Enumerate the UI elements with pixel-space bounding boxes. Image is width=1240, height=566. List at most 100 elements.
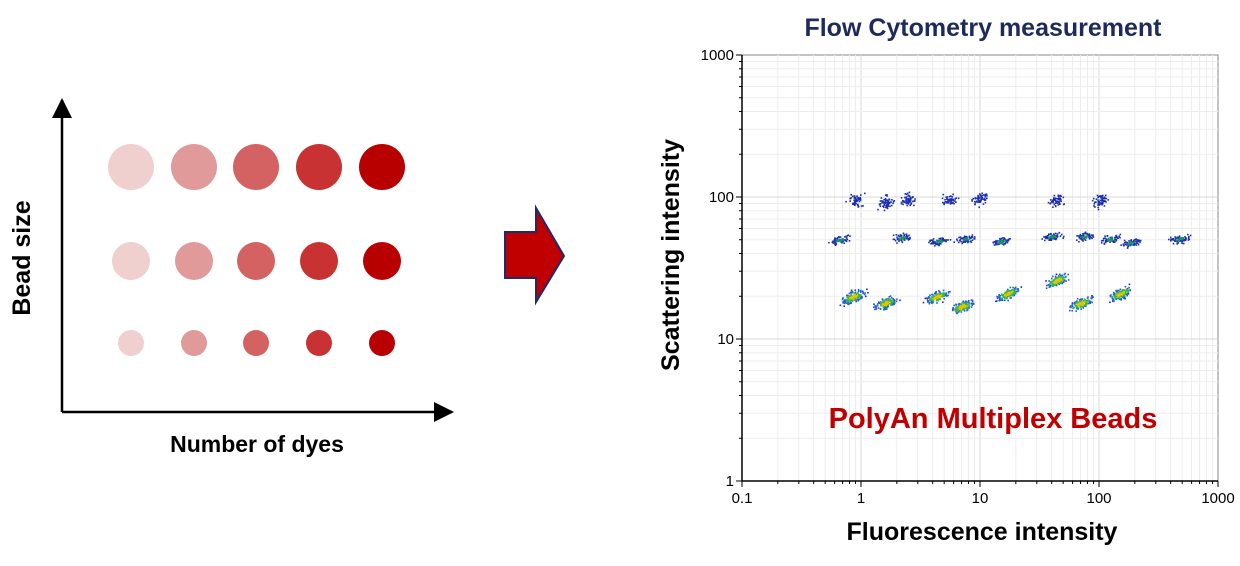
event-dot [985, 193, 988, 195]
event-dot [887, 306, 889, 308]
event-dot [879, 200, 882, 202]
event-dot [905, 202, 908, 205]
event-dot [937, 295, 939, 297]
event-dot [957, 197, 960, 200]
event-dot [928, 296, 931, 299]
event-dot [862, 292, 864, 295]
event-dot [1077, 307, 1080, 309]
event-dot [852, 202, 854, 205]
event-dot [861, 290, 864, 293]
event-dot [1136, 242, 1138, 244]
event-dot [1085, 305, 1087, 308]
event-dot [926, 299, 929, 301]
event-dot [1063, 235, 1065, 238]
event-dot [1102, 202, 1104, 205]
event-dot [884, 202, 886, 204]
event-dot [1100, 242, 1103, 244]
event-dot [894, 239, 897, 242]
event-dot [883, 204, 886, 206]
event-dot [962, 237, 965, 239]
event-dot [859, 198, 862, 200]
bead-matrix-diagram: Bead size Number of dyes [8, 98, 454, 457]
event-dot [959, 303, 962, 306]
event-dot [1069, 306, 1071, 308]
event-dot [879, 202, 882, 205]
event-dot [931, 296, 933, 299]
event-dot [1063, 280, 1065, 283]
event-dot [1104, 235, 1106, 237]
event-dot [1003, 299, 1006, 301]
event-dot [900, 237, 902, 239]
event-dot [886, 304, 889, 307]
event-dot [892, 302, 894, 304]
event-dot [1002, 244, 1005, 246]
event-dot [1053, 279, 1055, 281]
event-dot [1079, 305, 1082, 308]
event-dot [857, 203, 859, 206]
event-dot [1097, 203, 1100, 205]
event-dot [854, 201, 857, 203]
event-dot [940, 294, 943, 296]
event-dot [907, 238, 909, 240]
cluster-10 [892, 232, 911, 244]
event-dot [966, 237, 968, 240]
event-dot [888, 201, 891, 204]
event-dot [955, 310, 958, 312]
event-dot [934, 242, 937, 245]
event-dot [938, 289, 940, 292]
event-dot [978, 206, 980, 209]
event-dot [887, 203, 890, 206]
event-dot [885, 306, 887, 308]
event-dot [938, 292, 941, 294]
event-dot [935, 240, 937, 243]
event-dot [971, 198, 973, 201]
event-dot [899, 239, 901, 241]
event-dot [1049, 286, 1051, 288]
event-dot [960, 304, 963, 306]
event-dot [1097, 199, 1099, 201]
event-dot [1087, 236, 1090, 239]
cluster-24 [1047, 194, 1065, 208]
event-dot [1107, 239, 1109, 241]
event-dot [1060, 200, 1062, 203]
event-dot [968, 236, 971, 239]
event-dot [1114, 297, 1116, 299]
event-dot [1012, 286, 1014, 289]
event-dot [881, 200, 883, 202]
event-dot [961, 305, 964, 308]
event-dot [967, 238, 970, 241]
event-dot [847, 297, 850, 300]
event-dot [1086, 303, 1089, 305]
event-dot [858, 295, 861, 298]
event-dot [854, 295, 857, 297]
event-dot [934, 291, 937, 294]
event-dot [893, 238, 896, 241]
event-dot [1057, 204, 1060, 206]
event-dot [913, 204, 915, 207]
event-dot [945, 294, 947, 296]
event-dot [847, 294, 849, 297]
event-dot [1050, 239, 1052, 241]
event-dot [961, 237, 963, 239]
event-dot [939, 298, 942, 301]
event-dot [1057, 276, 1060, 279]
event-dot [1056, 202, 1058, 204]
event-dot [1003, 295, 1005, 297]
event-dot [935, 296, 937, 298]
event-dot [1070, 305, 1072, 307]
event-dot [1115, 295, 1118, 298]
event-dot [933, 240, 935, 243]
number-of-dyes-label: Number of dyes [170, 431, 344, 457]
event-dot [886, 302, 888, 304]
event-dot [1009, 286, 1012, 289]
cluster-9 [828, 234, 851, 246]
cluster-2 [872, 295, 901, 311]
event-dot [1115, 235, 1118, 237]
event-dot [1087, 233, 1089, 236]
event-dot [970, 299, 973, 301]
event-dot [950, 199, 953, 202]
event-dot [1124, 285, 1127, 288]
event-dot [872, 306, 875, 308]
event-dot [1110, 295, 1112, 298]
event-dot [977, 199, 980, 202]
